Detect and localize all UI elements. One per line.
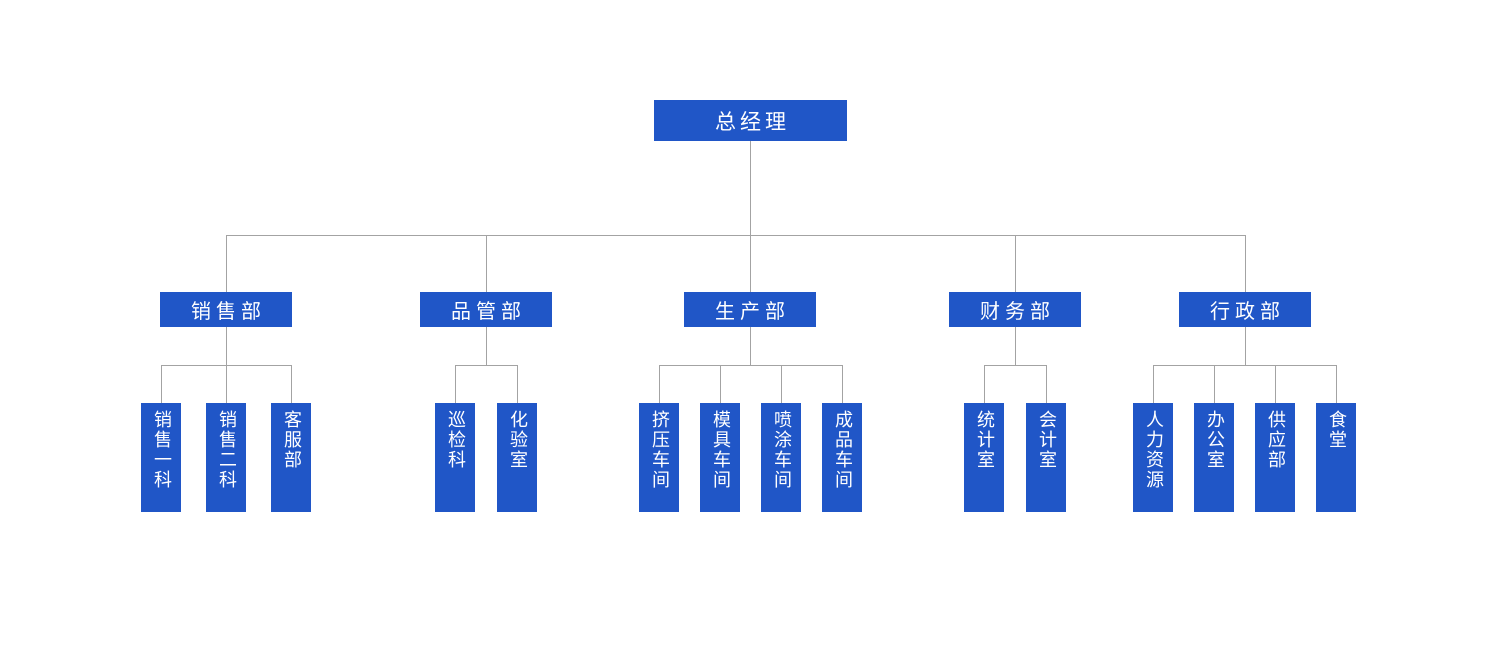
connector-dept-drop-finance — [1015, 235, 1016, 292]
node-laboratory: 化验室 — [497, 403, 537, 512]
node-admin-dept: 行政部 — [1179, 292, 1311, 327]
connector-root-drop — [750, 141, 751, 235]
connector-group-hbar-finance — [984, 365, 1047, 366]
node-label: 客服部 — [281, 410, 302, 470]
connector-child-drop — [291, 365, 292, 403]
connector-group-drop-admin — [1245, 327, 1246, 365]
connector-child-drop — [781, 365, 782, 403]
node-sales-section-2: 销售二科 — [206, 403, 246, 512]
node-human-resources: 人力资源 — [1133, 403, 1173, 512]
node-finished-goods-workshop: 成品车间 — [822, 403, 862, 512]
connector-child-drop — [720, 365, 721, 403]
node-label: 销售一科 — [151, 410, 172, 490]
node-inspection-section: 巡检科 — [435, 403, 475, 512]
connector-group-hbar-quality — [455, 365, 518, 366]
node-sales-dept: 销售部 — [160, 292, 292, 327]
node-general-manager: 总经理 — [654, 100, 847, 141]
connector-group-drop-finance — [1015, 327, 1016, 365]
node-label: 喷涂车间 — [771, 410, 792, 490]
node-extrusion-workshop: 挤压车间 — [639, 403, 679, 512]
connector-main-hbar — [226, 235, 1246, 236]
node-sales-section-1: 销售一科 — [141, 403, 181, 512]
connector-child-drop — [1336, 365, 1337, 403]
node-label: 供应部 — [1265, 410, 1286, 470]
node-label: 办公室 — [1204, 410, 1225, 470]
connector-child-drop — [984, 365, 985, 403]
node-label: 人力资源 — [1143, 410, 1164, 490]
node-label: 挤压车间 — [649, 410, 670, 490]
node-label: 食堂 — [1326, 410, 1347, 450]
connector-dept-drop-sales — [226, 235, 227, 292]
connector-child-drop — [161, 365, 162, 403]
node-canteen: 食堂 — [1316, 403, 1356, 512]
connector-child-drop — [1214, 365, 1215, 403]
node-customer-service-dept: 客服部 — [271, 403, 311, 512]
node-quality-control-dept: 品管部 — [420, 292, 552, 327]
connector-group-drop-sales — [226, 327, 227, 365]
connector-dept-drop-production — [750, 235, 751, 292]
node-label: 会计室 — [1036, 410, 1057, 470]
node-office: 办公室 — [1194, 403, 1234, 512]
node-label: 成品车间 — [832, 410, 853, 490]
connector-child-drop — [1046, 365, 1047, 403]
connector-child-drop — [517, 365, 518, 403]
connector-child-drop — [1275, 365, 1276, 403]
connector-child-drop — [226, 365, 227, 403]
node-supply-dept: 供应部 — [1255, 403, 1295, 512]
connector-child-drop — [659, 365, 660, 403]
node-label: 巡检科 — [445, 410, 466, 470]
connector-child-drop — [455, 365, 456, 403]
node-label: 统计室 — [974, 410, 995, 470]
connector-child-drop — [842, 365, 843, 403]
connector-dept-drop-quality — [486, 235, 487, 292]
connector-group-hbar-admin — [1153, 365, 1337, 366]
node-label: 模具车间 — [710, 410, 731, 490]
node-statistics-office: 统计室 — [964, 403, 1004, 512]
node-mold-workshop: 模具车间 — [700, 403, 740, 512]
connector-group-drop-quality — [486, 327, 487, 365]
node-accounting-office: 会计室 — [1026, 403, 1066, 512]
connector-child-drop — [1153, 365, 1154, 403]
connector-group-hbar-production — [659, 365, 843, 366]
node-spray-coating-workshop: 喷涂车间 — [761, 403, 801, 512]
node-label: 化验室 — [507, 410, 528, 470]
node-label: 销售二科 — [216, 410, 237, 490]
connector-group-drop-production — [750, 327, 751, 365]
node-production-dept: 生产部 — [684, 292, 816, 327]
connector-dept-drop-admin — [1245, 235, 1246, 292]
node-finance-dept: 财务部 — [949, 292, 1081, 327]
